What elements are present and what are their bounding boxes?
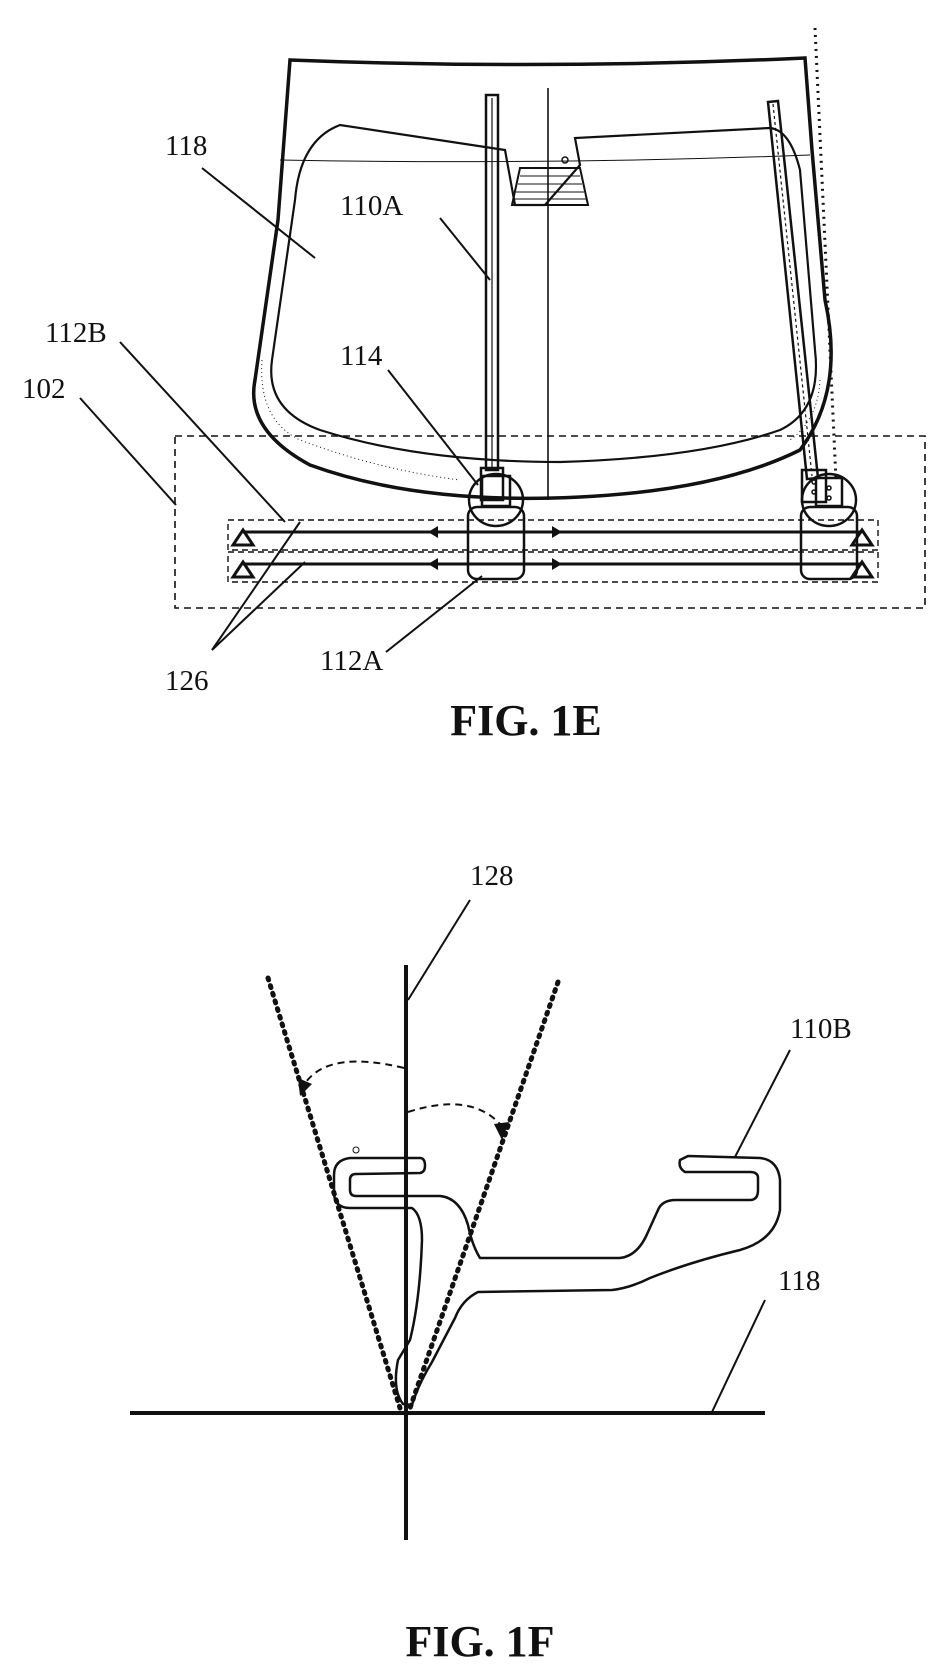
windshield-inner-outline <box>270 123 818 464</box>
leader-118-1e <box>201 167 316 259</box>
label-112a: 112A <box>320 645 383 677</box>
leader-110a <box>439 217 491 281</box>
leader-126-a <box>211 521 301 651</box>
label-126: 126 <box>165 665 209 697</box>
leader-102 <box>79 397 177 506</box>
leader-118-1f <box>711 1299 766 1413</box>
label-110b: 110B <box>790 1013 852 1045</box>
leader-112a <box>385 575 483 653</box>
label-128: 128 <box>470 860 514 892</box>
actuator-112a <box>466 472 526 581</box>
angle-arrow-left <box>298 1078 312 1096</box>
wiper-arm-110a <box>479 93 505 502</box>
windshield-outline <box>252 56 833 501</box>
cable-direction-arrows <box>428 526 562 570</box>
leader-110b <box>734 1049 791 1158</box>
right-sweep-dotted-line <box>813 27 838 481</box>
leader-lines-1e <box>79 167 491 653</box>
label-118-1f: 118 <box>778 1265 820 1297</box>
label-110a: 110A <box>340 190 403 222</box>
leader-114 <box>387 369 479 486</box>
rail-frame-lower <box>227 551 879 583</box>
angle-arc-left <box>305 1060 405 1083</box>
figure-caption-1e: FIG. 1E <box>450 696 602 745</box>
mirror-mount <box>510 156 590 206</box>
actuator-right <box>799 472 859 581</box>
label-112b: 112B <box>45 317 107 349</box>
windshield-shading-left <box>261 359 461 481</box>
windshield-sunband-line <box>279 154 811 163</box>
angle-arc-right <box>407 1103 501 1125</box>
wiper-blade-110b <box>332 1154 782 1407</box>
figure-caption-1f: FIG. 1F <box>405 1617 554 1666</box>
label-114: 114 <box>340 340 383 372</box>
label-118-1e: 118 <box>165 130 207 162</box>
figure-1e: 118 110A 114 112B 102 126 112A FIG. 1E <box>22 27 926 745</box>
angle-arrow-right <box>494 1122 509 1140</box>
sweep-limit-right <box>407 979 561 1411</box>
blade-edge-speck <box>352 1146 360 1154</box>
rail-frame-upper <box>227 519 879 551</box>
leader-lines-1f <box>407 899 791 1413</box>
label-102: 102 <box>22 373 66 405</box>
figure-1f: 128 110B 118 FIG. 1F <box>130 860 852 1666</box>
leader-112b <box>119 341 286 523</box>
housing-102 <box>174 435 926 609</box>
leader-126-b <box>211 561 306 651</box>
leader-128 <box>407 899 471 1001</box>
